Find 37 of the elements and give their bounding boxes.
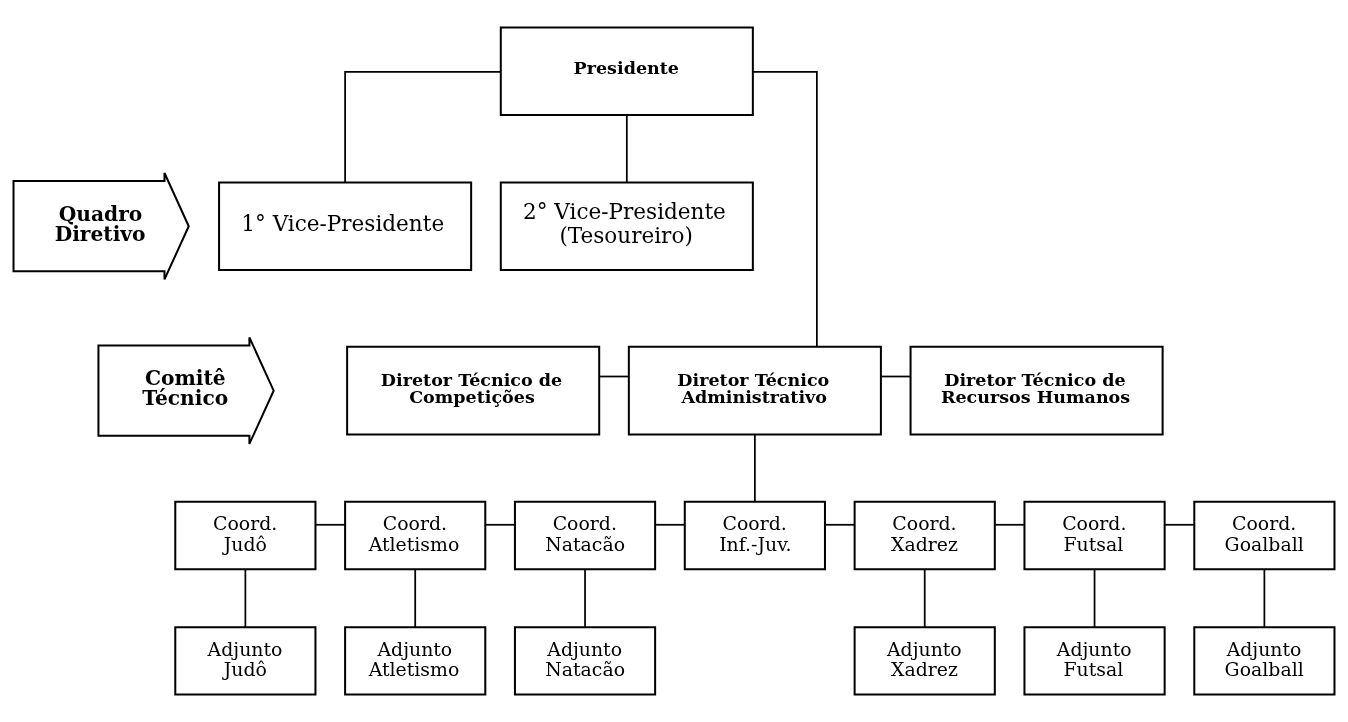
connector [414,568,417,628]
connector [1263,568,1266,628]
node-box: Coord. Inf.-Juv. [683,500,826,571]
connector [654,523,686,526]
connector [584,568,586,628]
connector [598,375,630,378]
node-box: Adjunto Xadrez [853,626,996,696]
node-box: Adjunto Natacão [513,626,657,696]
connector [752,71,818,348]
node-box: Adjunto Goalball [1193,626,1336,696]
node-box: Adjunto Atletismo [344,626,487,696]
node-box: Coord. Futsal [1023,500,1166,571]
node-box: Coord. Natacão [513,500,657,571]
connector [484,523,516,526]
node-box: Adjunto Futsal [1023,626,1166,696]
node-box: Coord. Goalball [1193,500,1336,571]
connector [824,523,855,526]
node-box: 2° Vice-Presidente (Tesoureiro) [499,181,754,272]
connector [994,523,1025,526]
connector [923,568,926,628]
connector [1164,523,1195,526]
node-box: Coord. Xadrez [853,500,996,571]
node-box: Presidente [499,26,754,117]
node-box: 1° Vice-Presidente [218,181,473,272]
connector [1093,568,1096,628]
connector [244,568,247,628]
node-box: Coord. Judô [174,500,317,571]
node-box: Diretor Técnico de Competições [346,345,601,436]
node-box: Diretor Técnico de Recursos Humanos [909,345,1164,436]
connector [880,375,912,378]
node-box: Adjunto Judô [174,626,317,696]
connector [315,523,346,526]
connector [344,71,502,184]
node-box: Coord. Atletismo [344,500,487,571]
node-box: Diretor Técnico Administrativo [627,345,882,436]
connector [625,114,628,183]
connector [754,433,756,503]
